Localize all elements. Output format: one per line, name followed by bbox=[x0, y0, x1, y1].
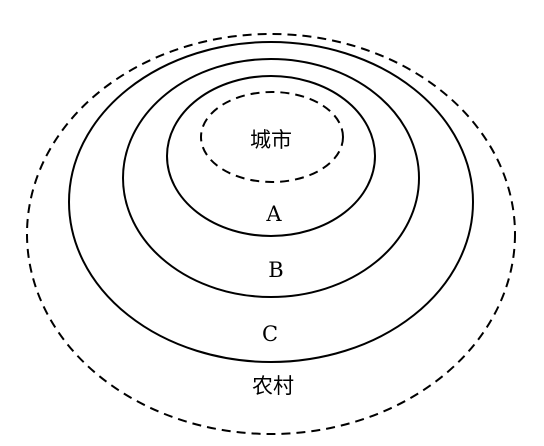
city-label: 城市 bbox=[250, 128, 292, 152]
zone-c-label: C bbox=[262, 322, 278, 346]
zone-c-boundary bbox=[68, 41, 474, 363]
zone-a-boundary bbox=[166, 75, 376, 237]
zone-a-label: A bbox=[265, 202, 282, 226]
city-core-boundary bbox=[200, 91, 344, 183]
countryside-label: 农村 bbox=[252, 374, 294, 398]
zone-b-label: B bbox=[268, 258, 283, 282]
countryside-boundary bbox=[26, 33, 516, 435]
zone-b-boundary bbox=[122, 58, 420, 298]
